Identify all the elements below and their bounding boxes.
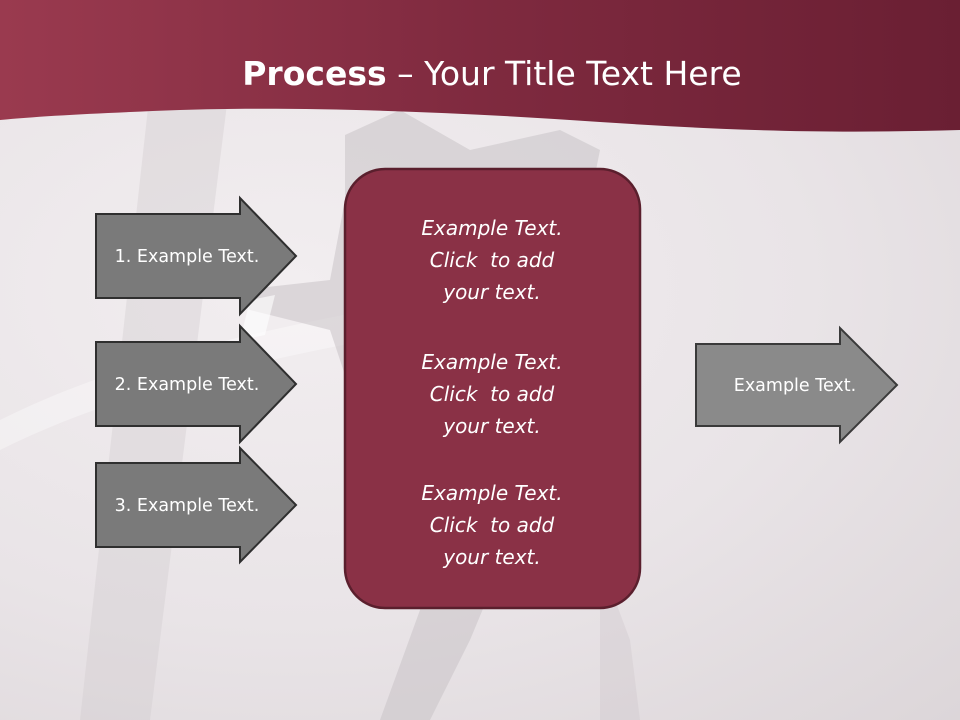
center-item-3: Example Text. Click to add your text. — [344, 477, 640, 573]
left-arrow-3[interactable]: 3. Example Text. — [95, 445, 298, 565]
center-item-2-line1: Example Text. — [421, 350, 563, 374]
right-arrow[interactable]: Example Text. — [695, 325, 899, 445]
left-arrow-1[interactable]: 1. Example Text. — [95, 195, 298, 317]
header-band — [0, 0, 960, 132]
center-item-2: Example Text. Click to add your text. — [344, 346, 640, 442]
center-text-box[interactable]: Example Text. Click to add your text. Ex… — [344, 168, 640, 608]
center-box-shape — [343, 167, 642, 610]
center-item-1: Example Text. Click to add your text. — [344, 212, 640, 308]
center-item-3-line3: your text. — [443, 545, 541, 569]
left-arrow-2-label: 2. Example Text. — [115, 375, 260, 395]
center-item-1-line1: Example Text. — [421, 216, 563, 240]
slide-title: Process – Your Title Text Here — [0, 52, 960, 96]
left-arrow-2[interactable]: 2. Example Text. — [95, 323, 298, 445]
center-item-1-line2: Click to add — [429, 248, 555, 272]
center-item-1-line3: your text. — [443, 280, 541, 304]
left-arrow-1-label: 1. Example Text. — [115, 247, 260, 267]
title-dash: – — [386, 54, 425, 93]
title-rest: Your Title Text Here — [424, 54, 742, 93]
left-arrow-3-label: 3. Example Text. — [115, 496, 260, 516]
title-bold: Process — [242, 54, 387, 93]
center-item-3-line1: Example Text. — [421, 481, 563, 505]
center-item-2-line3: your text. — [443, 414, 541, 438]
center-item-2-line2: Click to add — [429, 382, 555, 406]
right-arrow-label: Example Text. — [734, 376, 856, 396]
center-item-3-line2: Click to add — [429, 513, 555, 537]
